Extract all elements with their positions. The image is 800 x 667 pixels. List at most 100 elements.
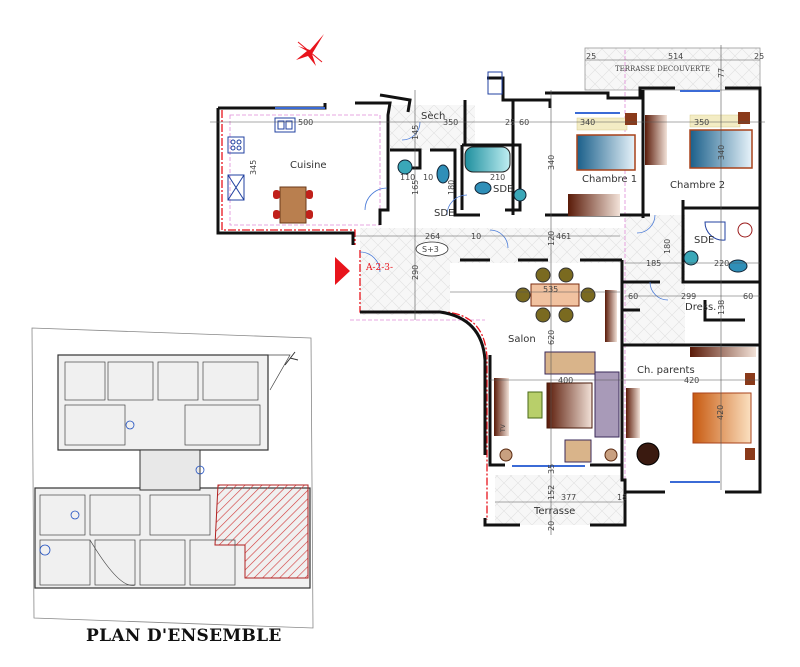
level-label: S+3 xyxy=(422,245,439,254)
dim-label: 500 xyxy=(298,118,313,127)
dim-label: 18 xyxy=(617,493,627,502)
dim-label: 377 xyxy=(561,493,576,502)
dim-label: 290 xyxy=(411,265,420,280)
dim-label: 185 xyxy=(646,259,661,268)
desk-chambre2-icon xyxy=(645,115,667,165)
dim-label: 345 xyxy=(249,160,258,175)
room-label-sde-2: SDE xyxy=(694,235,714,246)
north-compass-icon xyxy=(296,34,324,66)
round-table-icon xyxy=(636,442,660,466)
bed-parents-icon xyxy=(692,392,752,444)
washbasin-icon xyxy=(513,188,527,202)
dim-label: 340 xyxy=(547,155,556,170)
dim-label: 60 xyxy=(628,292,638,301)
dimension-labels: 500 345 350 145 110 210 165 180 10 10 25… xyxy=(249,52,764,531)
dim-label: 350 xyxy=(694,118,709,127)
coffee-table-icon xyxy=(546,382,593,429)
dim-label: 220 xyxy=(714,259,729,268)
dim-label: 420 xyxy=(684,376,699,385)
dim-label: 35 xyxy=(547,464,556,474)
sideboard-icon xyxy=(605,290,617,342)
dim-label: 77 xyxy=(717,68,726,78)
room-label-terrasse: Terrasse xyxy=(533,506,575,517)
dress-corridor-floor xyxy=(625,215,685,345)
nightstand-icon xyxy=(745,448,755,460)
room-label-salon: Salon xyxy=(508,334,536,345)
dim-label: 25 xyxy=(754,52,764,61)
plant-icon xyxy=(499,448,513,462)
nightstand-icon xyxy=(745,373,755,385)
level-badge xyxy=(415,241,449,257)
wardrobe-parents xyxy=(690,347,756,357)
desk-parents-icon xyxy=(626,388,640,438)
water-heater-icon xyxy=(737,222,753,238)
overall-plan-inset xyxy=(31,327,314,629)
nightstand-icon xyxy=(738,112,750,124)
dim-label: 535 xyxy=(543,285,558,294)
toilet-icon xyxy=(728,259,748,273)
toilet-icon xyxy=(474,181,492,195)
dim-label: 180 xyxy=(447,180,456,195)
dim-label: 120 xyxy=(547,231,556,246)
nightstand-icon xyxy=(625,113,637,125)
shower-tray-icon xyxy=(704,221,726,241)
bed-chambre1-icon xyxy=(576,134,636,171)
sofa-icon xyxy=(544,351,596,375)
washbasin-icon xyxy=(683,250,699,266)
dim-label: 210 xyxy=(490,173,505,182)
walls xyxy=(216,76,762,527)
toilet-icon xyxy=(436,164,450,184)
room-label-cuisine: Cuisine xyxy=(290,160,327,171)
dim-label: 620 xyxy=(547,330,556,345)
inset-compass-icon xyxy=(284,351,299,366)
plan-ensemble-title: PLAN D'ENSEMBLE xyxy=(86,626,282,646)
cushions-icon xyxy=(527,391,543,419)
dim-label: 10 xyxy=(423,173,433,182)
room-label-dress: Dress. xyxy=(685,302,716,313)
shower-icon xyxy=(487,71,503,95)
dining-table-icon xyxy=(515,267,596,323)
room-label-sdb: SDB xyxy=(493,184,514,195)
room-label-terrasse-decouverte: TERRASSE DECOUVERTE xyxy=(615,65,710,73)
room-label-ch-parents: Ch. parents xyxy=(637,365,695,376)
kitchen-table-icon xyxy=(273,186,313,224)
bathtub-icon xyxy=(464,146,511,173)
dim-label: 420 xyxy=(716,405,725,420)
dim-label: 165 xyxy=(411,180,420,195)
dim-label: 152 xyxy=(547,485,556,500)
dim-label: 25 xyxy=(505,118,515,127)
stove-icon xyxy=(227,136,245,154)
dimension-lines xyxy=(210,45,765,535)
sech-floor xyxy=(390,105,475,150)
desk-chambre1-icon xyxy=(568,194,620,216)
dim-label: 10 xyxy=(471,232,481,241)
washbasin-icon xyxy=(397,159,413,175)
dim-label: 299 xyxy=(681,292,696,301)
room-label-sde: SDE xyxy=(434,208,454,219)
terrace-floor xyxy=(495,475,623,525)
door-swings xyxy=(359,121,669,301)
dim-label: 264 xyxy=(425,232,440,241)
dim-label: 461 xyxy=(556,232,571,241)
dim-label: 340 xyxy=(717,145,726,160)
dim-label: 60 xyxy=(743,292,753,301)
armchair-icon xyxy=(564,439,592,463)
dim-label: 20 xyxy=(547,521,556,531)
dim-label: 138 xyxy=(717,300,726,315)
sofa-icon xyxy=(594,371,620,438)
kitchen-sink-icon xyxy=(274,117,296,133)
dim-label: 350 xyxy=(443,118,458,127)
entrance-floor xyxy=(360,260,450,315)
windows xyxy=(275,90,720,483)
dim-label: 145 xyxy=(411,125,420,140)
dim-label: 60 xyxy=(519,118,529,127)
unit-label: A-2-3- xyxy=(365,263,393,273)
corridor-floor xyxy=(360,228,625,263)
dim-label: 110 xyxy=(400,173,415,182)
terrace-decouverte-area xyxy=(584,47,761,91)
room-label-chambre-2: Chambre 2 xyxy=(670,180,725,191)
room-label-sech: Sèch xyxy=(421,110,445,122)
room-label-chambre-1: Chambre 1 xyxy=(582,174,637,185)
dim-label: 514 xyxy=(668,52,683,61)
